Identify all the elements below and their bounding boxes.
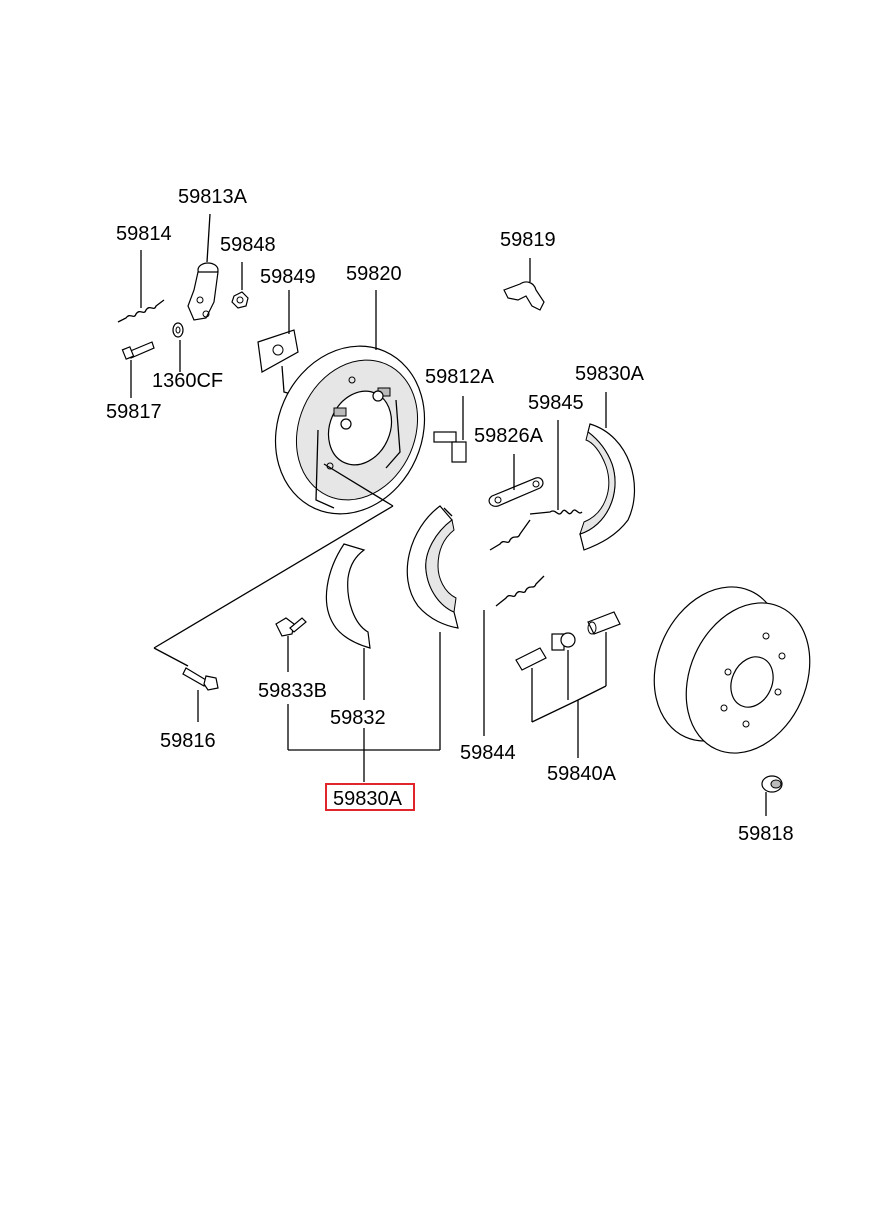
bolt-59817[interactable] [121,341,155,398]
label-59830A-highlight[interactable]: 59830A [333,788,403,810]
lining-59832[interactable] [325,543,371,700]
brake-drum[interactable] [631,567,833,773]
spring-59844[interactable] [483,575,545,736]
spring-59845[interactable] [489,420,583,551]
label-59830A-top[interactable]: 59830A [575,363,645,385]
bolt-59816[interactable] [182,667,219,722]
label-59817[interactable]: 59817 [106,401,162,423]
bracket-59849[interactable] [257,290,299,397]
label-59826A[interactable]: 59826A [474,425,544,447]
highlight-box-59830A[interactable] [325,783,415,811]
label-59833B[interactable]: 59833B [258,680,327,702]
label-1360CF[interactable]: 1360CF [152,370,223,392]
label-59848[interactable]: 59848 [220,234,276,256]
spring-59814[interactable] [117,250,165,323]
shoe-right-59830A[interactable] [579,392,636,551]
leader-59830A [287,632,441,782]
label-59840A[interactable]: 59840A [547,763,617,785]
bolt-59833B[interactable] [275,617,307,672]
plug-59818[interactable] [761,775,783,816]
shoe-left-59830A[interactable] [406,505,459,629]
adjuster-59840A[interactable] [515,611,621,758]
label-59813A[interactable]: 59813A [178,186,248,208]
clip-59819[interactable] [503,258,545,311]
pin-59812A[interactable] [433,396,467,463]
label-59849[interactable]: 59849 [260,266,316,288]
label-59812A[interactable]: 59812A [425,366,495,388]
label-59845[interactable]: 59845 [528,392,584,414]
label-59844[interactable]: 59844 [460,742,516,764]
link-59826A[interactable] [488,454,544,507]
label-59818[interactable]: 59818 [738,823,794,845]
leader-59816 [153,505,394,667]
washer-1360CF[interactable] [172,322,184,372]
label-59816[interactable]: 59816 [160,730,216,752]
label-59819[interactable]: 59819 [500,229,556,251]
nut-59848[interactable] [231,262,249,309]
label-59820[interactable]: 59820 [346,263,402,285]
label-59832[interactable]: 59832 [330,707,386,729]
lever-59813A[interactable] [187,213,219,321]
label-59814[interactable]: 59814 [116,223,172,245]
backing-plate-59820[interactable] [249,290,451,538]
